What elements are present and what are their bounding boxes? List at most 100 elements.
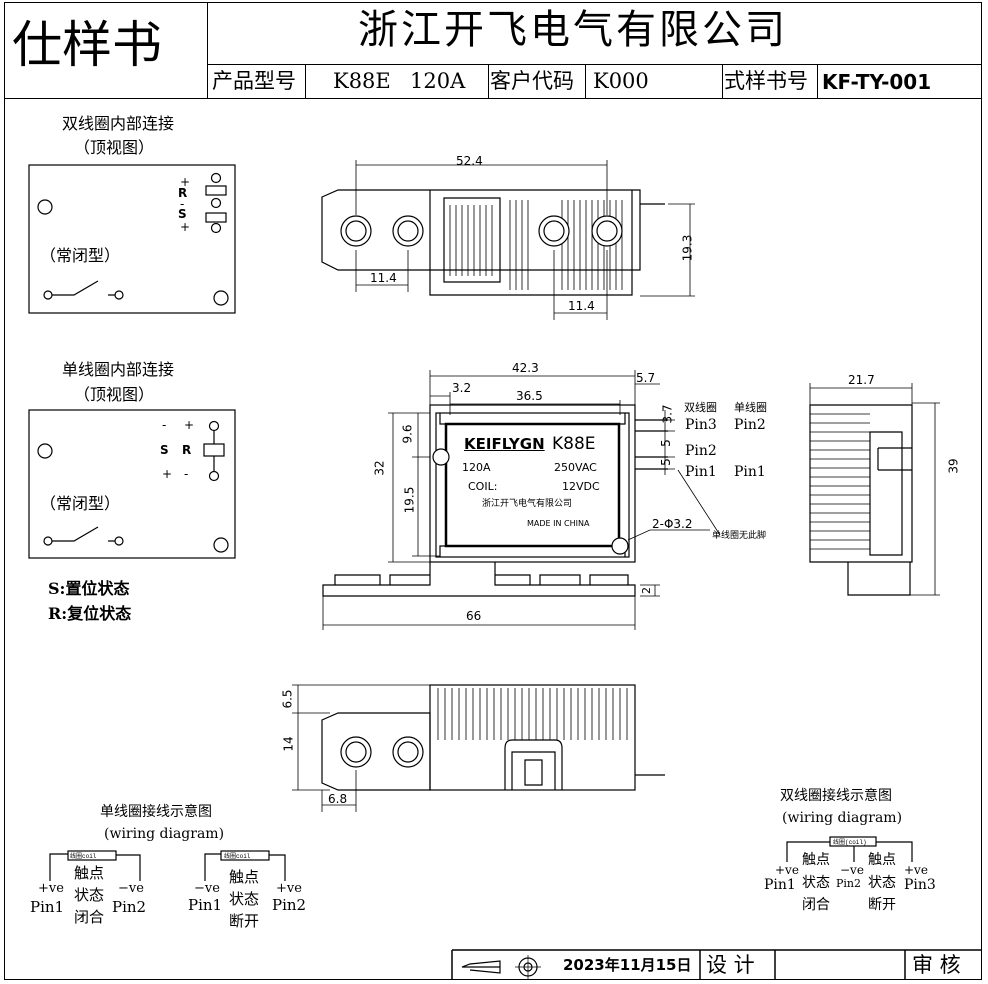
dual-wiring-title: 双线圈接线示意图 <box>780 788 892 804</box>
customer-code-label: 客户代码 <box>490 69 574 93</box>
single-r-label: R <box>182 443 192 457</box>
label-coil: COIL: <box>468 480 498 493</box>
spec-no-label: 式样书号 <box>724 69 808 93</box>
wb-pin1: Pin1 <box>188 896 223 914</box>
dual-coil-box <box>28 164 236 314</box>
pin1-dual: Pin1 <box>685 464 717 480</box>
rating-value: 120A <box>410 69 466 93</box>
pin2-dual: Pin2 <box>685 443 717 459</box>
title-divider <box>207 64 982 65</box>
title-vdivider-5 <box>817 64 818 98</box>
dual-s-label: S <box>178 207 187 221</box>
company-name: 浙江开飞电气有限公司 <box>358 7 788 53</box>
title-vdivider-4 <box>722 64 723 98</box>
wa-state: 状态 <box>74 886 105 904</box>
dual-coil-tag: 线圈(coil) <box>833 838 867 846</box>
dim-36-5: 36.5 <box>516 389 543 403</box>
legend-r: R:复位状态 <box>48 604 132 623</box>
single-coil-subtitle: （顶视图） <box>74 385 155 404</box>
wa-closed: 闭合 <box>74 908 105 926</box>
wa-pin2: Pin2 <box>112 898 147 916</box>
legend-s: S:置位状态 <box>48 579 130 598</box>
wa-minus: −ve <box>118 881 144 896</box>
dual-wiring-lines <box>786 841 913 862</box>
dw-closed: 闭合 <box>802 897 830 913</box>
dual-plus-1: + <box>180 175 191 189</box>
dim-11-4-left: 11.4 <box>370 271 397 285</box>
hole-spec: 2-Φ3.2 <box>652 517 693 531</box>
single-wiring-title: 单线圈接线示意图 <box>100 804 212 820</box>
label-origin: MADE IN CHINA <box>527 519 590 528</box>
dw-minus: −ve <box>840 863 864 877</box>
single-s-label: S <box>160 443 169 457</box>
single-coil-type: （常闭型） <box>40 494 121 513</box>
single-minus-2: - <box>184 467 189 481</box>
footer-review: 审 核 <box>912 953 961 977</box>
single-minus-1: - <box>162 418 167 432</box>
dw-plus-2: +ve <box>904 863 928 877</box>
pin-header-single: 单线圈 <box>734 401 767 414</box>
pin3-dual: Pin3 <box>685 417 717 433</box>
dw-contact-1: 触点 <box>802 852 830 868</box>
top-view-outline <box>321 189 641 271</box>
wb-state: 状态 <box>229 890 260 908</box>
dim-9-6: 9.6 <box>400 424 415 444</box>
dim-5-7: 5.7 <box>636 371 656 385</box>
dw-pin1: Pin1 <box>764 877 796 893</box>
product-model-value: K88E <box>333 69 391 93</box>
dw-open: 断开 <box>868 897 896 913</box>
wa-pin1: Pin1 <box>30 898 65 916</box>
dim-42-3: 42.3 <box>512 361 539 375</box>
dw-contact-2: 触点 <box>868 852 896 868</box>
dim-5-b: 5 <box>658 458 673 466</box>
single-plus-2: + <box>162 467 173 481</box>
dim-11-4-right: 11.4 <box>568 299 595 313</box>
dual-r-label: R <box>178 186 188 200</box>
wa-plus: +ve <box>38 881 64 896</box>
wb-open: 断开 <box>229 912 260 930</box>
footer-design: 设 计 <box>706 953 755 977</box>
pin2-single: Pin2 <box>734 417 766 433</box>
dw-plus-1: +ve <box>775 863 799 877</box>
single-wiring-subtitle: (wiring diagram) <box>104 826 225 842</box>
doc-type: 仕样书 <box>12 16 162 74</box>
pin1-single: Pin1 <box>734 464 766 480</box>
wb-plus: +ve <box>276 881 302 896</box>
dim-21-7: 21.7 <box>848 373 875 387</box>
wb-pin2: Pin2 <box>272 896 307 914</box>
single-coil-tag-a: 线圈coil <box>70 852 97 860</box>
dim-19-3: 19.3 <box>680 234 695 262</box>
single-coil-title: 单线圈内部连接 <box>62 360 175 379</box>
wiring-b-lines <box>204 853 286 881</box>
dim-5-a: 5 <box>658 439 673 447</box>
no-pin-note: 单线圈无此脚 <box>712 531 767 541</box>
dim-19-5: 19.5 <box>402 486 417 514</box>
dim-2: 2 <box>640 587 653 594</box>
title-bottom-line <box>4 98 982 99</box>
dual-coil-type: （常闭型） <box>40 246 121 265</box>
brand-logo: KEIFLYGN <box>464 435 545 453</box>
single-coil-tag-b: 线圈coil <box>224 852 251 860</box>
title-vdivider-2 <box>488 64 489 98</box>
spec-no-value: KF-TY-001 <box>822 70 932 94</box>
dim-3-7: 3.7 <box>660 404 675 424</box>
dim-52-4: 52.4 <box>456 154 483 168</box>
dw-pin2: Pin2 <box>836 877 862 890</box>
label-current: 120A <box>462 461 491 474</box>
customer-code-value: K000 <box>593 69 649 93</box>
pin-header-dual: 双线圈 <box>684 401 717 414</box>
dim-39: 39 <box>946 458 961 474</box>
dual-plus-2: + <box>180 220 191 234</box>
single-coil-box <box>28 409 236 559</box>
dual-wiring-subtitle: (wiring diagram) <box>782 810 903 826</box>
title-vdivider-1 <box>305 64 306 98</box>
single-plus-1: + <box>184 418 195 432</box>
front-view-body <box>429 404 636 563</box>
dw-state-1: 状态 <box>802 875 830 891</box>
product-model-label: 产品型号 <box>212 69 296 93</box>
dual-coil-title: 双线圈内部连接 <box>62 114 175 133</box>
model-label: K88E <box>552 434 596 454</box>
label-coil-value: 12VDC <box>562 480 600 493</box>
drawing-frame <box>4 2 982 980</box>
